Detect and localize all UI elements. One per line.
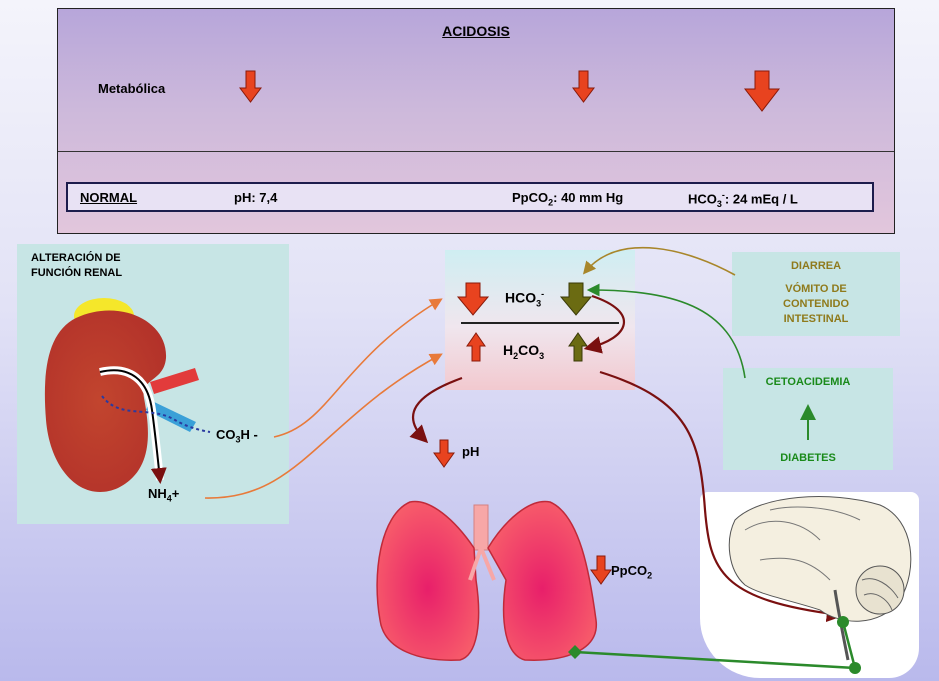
ppco2-down-arrow-icon [572, 70, 595, 103]
lung-green-node-icon [568, 645, 582, 659]
diarrea-to-center-arrow [582, 246, 736, 276]
brain-green-node-icon [837, 616, 849, 628]
center-to-ph-arrow [409, 376, 463, 444]
metabolica-label: Metabólica [98, 81, 166, 96]
lungs-to-brain-line [574, 621, 857, 670]
ppco2-result-down-arrow-icon [590, 555, 612, 585]
normal-ph: pH: 7,4 [234, 190, 278, 205]
renal-function-title: ALTERACIÓN DE FUNCIÓN RENAL [31, 252, 123, 279]
normal-ppco2: PpCO2: 40 mm Hg [512, 190, 624, 208]
diabetes-label: DIABETES [780, 452, 836, 464]
cetoacidemia-label: CETOACIDEMIA [765, 376, 851, 388]
balance-line [461, 322, 619, 324]
cetoacidemia-box: CETOACIDEMIA DIABETES [723, 368, 893, 470]
lungs-illustration [376, 500, 597, 661]
co3h-label: CO3H - [216, 427, 258, 445]
hco3-label: HCO3- [505, 289, 545, 309]
panel-divider [58, 151, 894, 152]
nh4-label: NH4+ [148, 486, 180, 504]
ph-result-down-arrow-icon [433, 439, 455, 468]
hco3-to-h2co3-arrow [583, 294, 625, 354]
cetoacidemia-to-center-arrow [586, 283, 746, 379]
normal-values-box: NORMAL pH: 7,4 PpCO2: 40 mm Hg HCO3-: 24… [66, 182, 874, 212]
ppco2-result-label: PpCO2 [611, 563, 653, 581]
vomito-label: VÓMITO DE CONTENIDO INTESTINAL [783, 283, 849, 325]
ph-result-label: pH [462, 444, 480, 459]
diarrea-label: DIARREA [790, 260, 842, 272]
nh4-to-center-arrow [204, 353, 443, 499]
normal-label: NORMAL [80, 190, 138, 205]
hco3-down-arrow-icon [456, 282, 490, 316]
h2co3-up-arrow-icon [466, 332, 486, 362]
center-to-brain-arrow [599, 370, 845, 623]
hco3-olive-down-arrow-icon [559, 282, 593, 316]
ph-down-arrow-icon [239, 70, 262, 103]
hco3-big-down-arrow-icon [743, 70, 781, 112]
diarrea-box: DIARREA VÓMITO DE CONTENIDO INTESTINAL [732, 252, 900, 336]
brain-illustration [728, 496, 912, 661]
h2co3-olive-up-arrow-icon [568, 332, 588, 362]
brainstem-green-node-icon [849, 662, 861, 674]
normal-hco3: HCO3-: 24 mEq / L [688, 190, 798, 209]
buffer-balance-box: HCO3- H2CO3 [445, 250, 635, 390]
acidosis-title: ACIDOSIS [442, 23, 510, 39]
kidney-illustration [44, 298, 211, 492]
co3h-to-center-arrow [273, 298, 443, 438]
acidosis-panel: ACIDOSIS Metabólica NORMAL pH: 7,4 PpCO2… [57, 8, 895, 234]
h2co3-label: H2CO3 [503, 342, 545, 361]
